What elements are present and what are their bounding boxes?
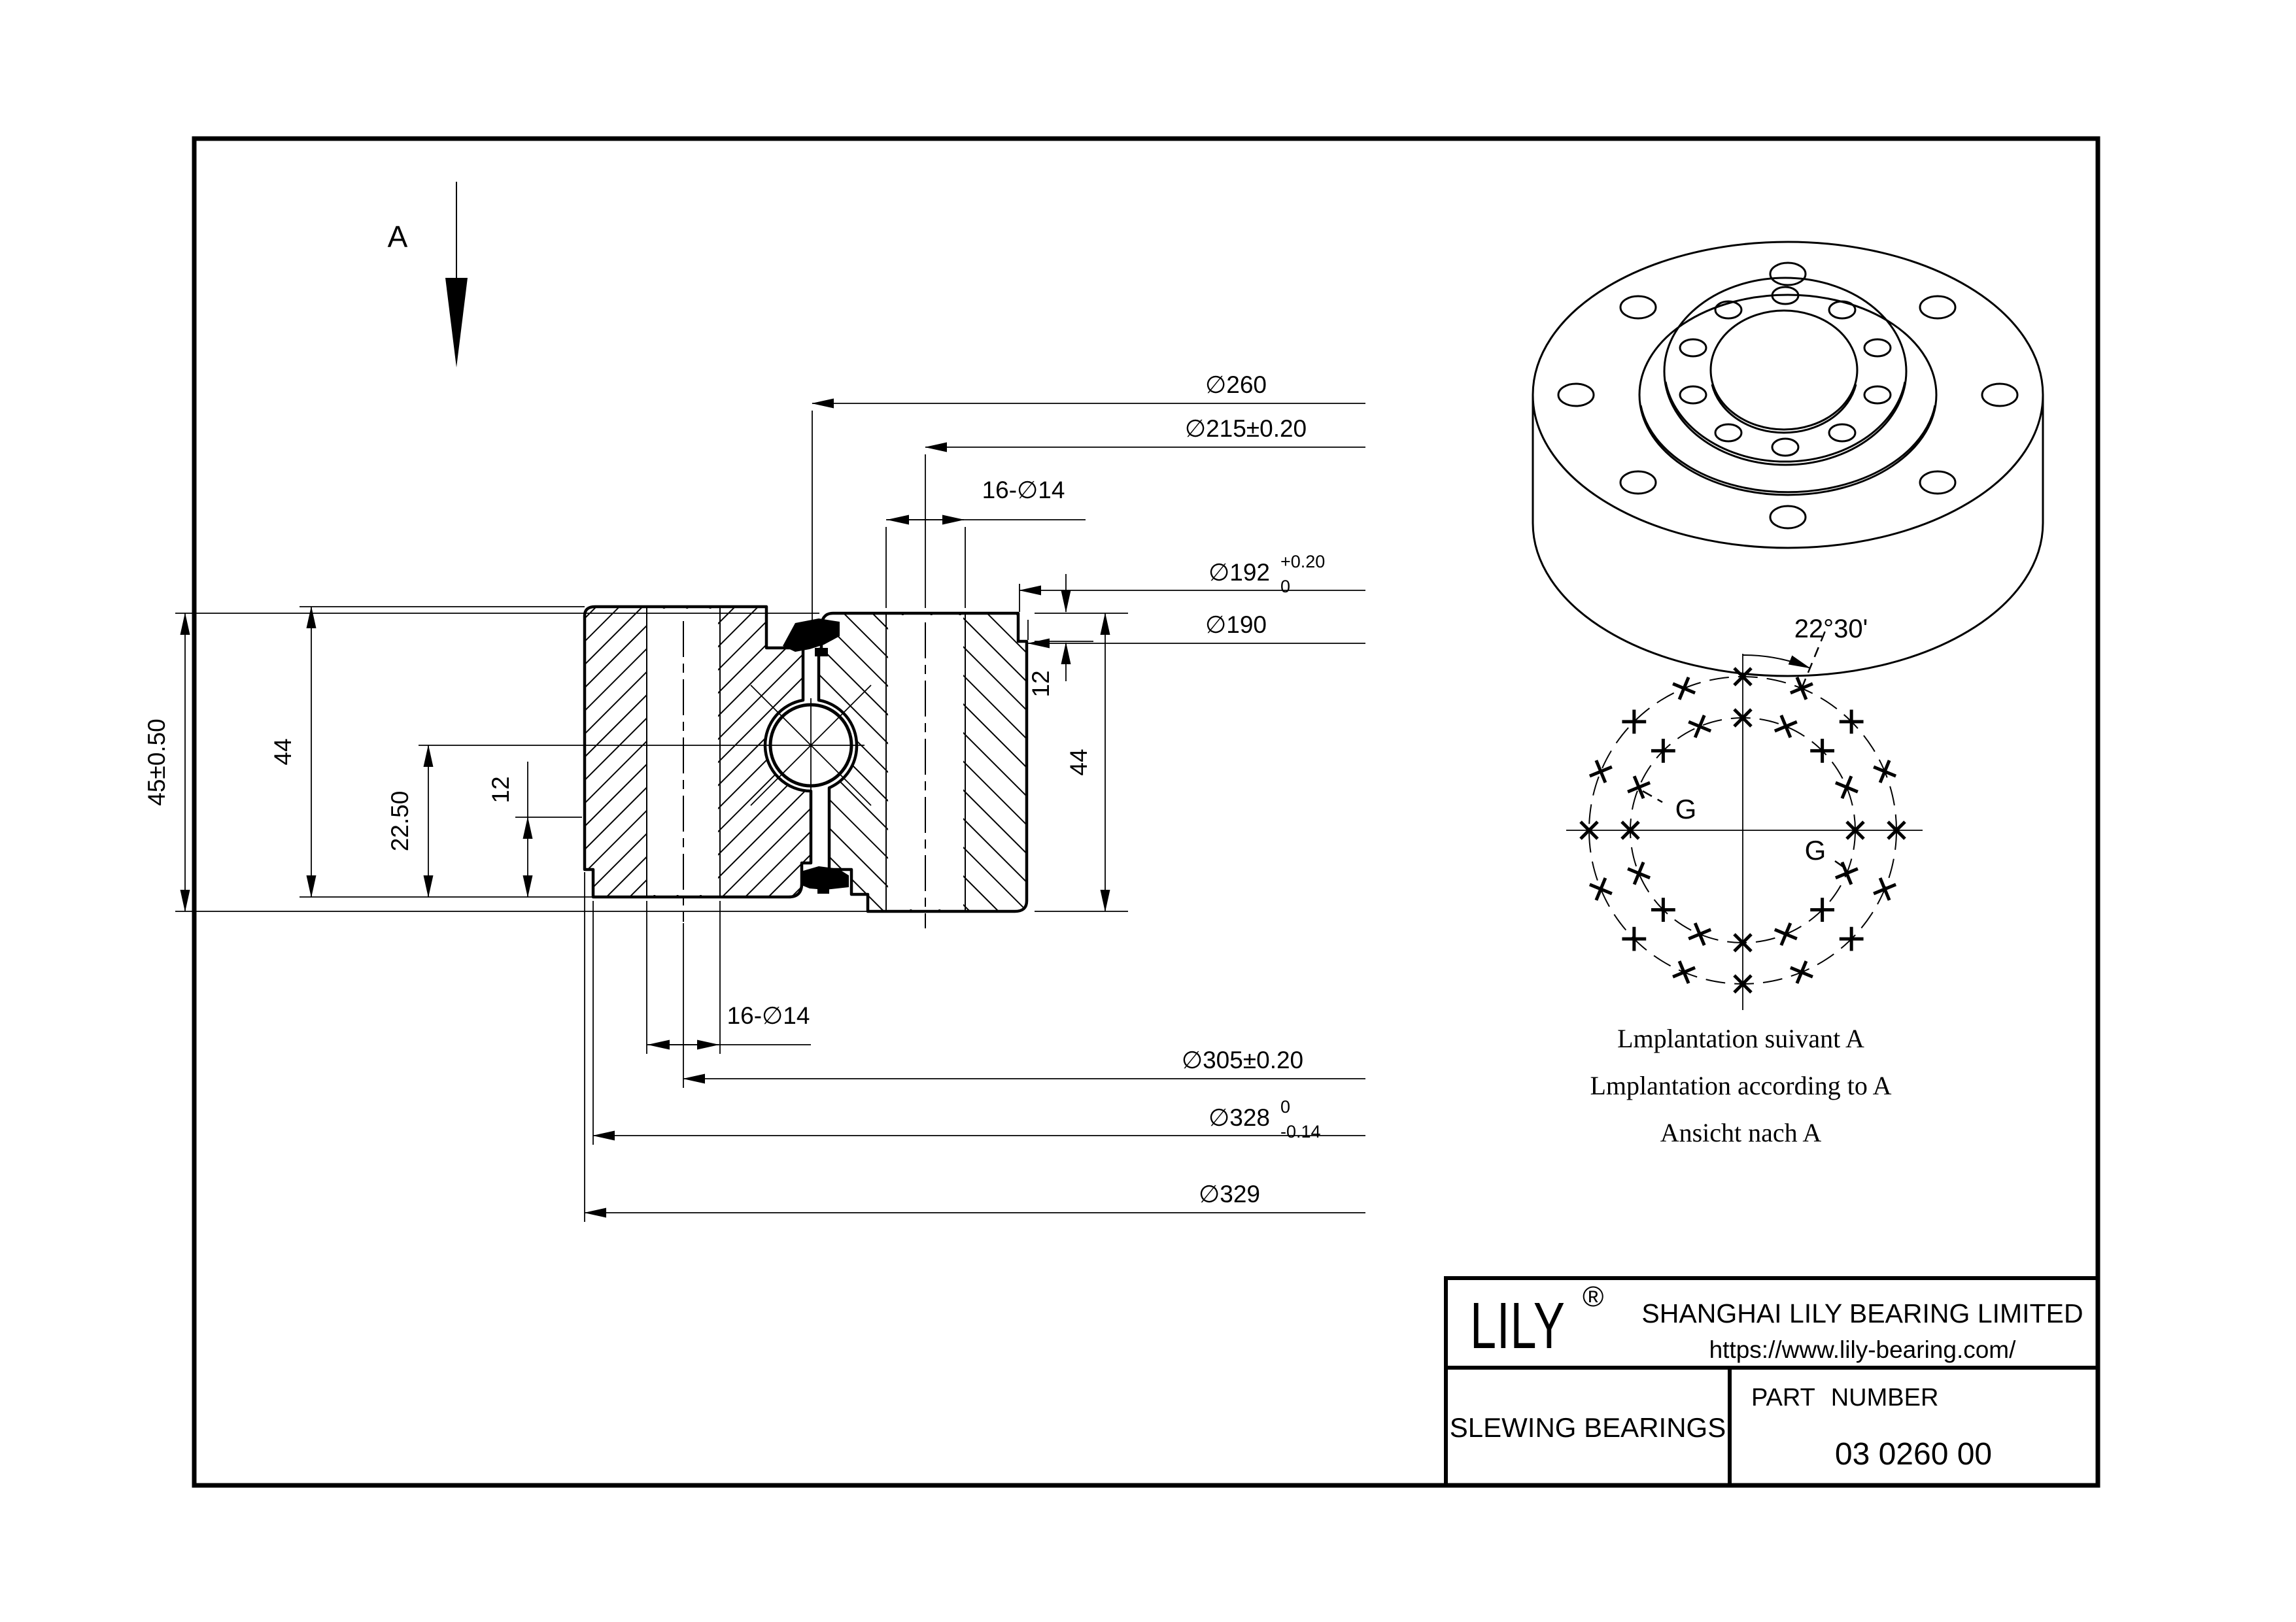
dimensions: ∅260 ∅215±0.20 16-∅14 ∅192 +0.20 0 ∅190 … [143, 371, 1365, 1222]
dim-260: ∅260 [1205, 371, 1267, 398]
dim-192: ∅192 [1208, 559, 1270, 586]
dim-2250: 22.50 [386, 791, 413, 852]
title-block: LILY ® SHANGHAI LILY BEARING LIMITED htt… [1444, 1276, 2100, 1487]
g-label-right: G [1805, 835, 1826, 866]
dim-44-left: 44 [269, 738, 296, 765]
caption-line-en: Lmplantation according to A [1590, 1071, 1892, 1100]
dim-12-right: 12 [1027, 670, 1054, 697]
dim-holes-top: 16-∅14 [982, 477, 1065, 503]
cross-section-view [419, 605, 1029, 928]
part-number-value: 03 0260 00 [1835, 1437, 1992, 1472]
view-arrow-head [445, 278, 468, 367]
dim-192-lower: 0 [1280, 577, 1290, 596]
dim-328: ∅328 [1208, 1104, 1270, 1131]
dim-192-upper: +0.20 [1280, 552, 1325, 571]
view-arrow-label: A [388, 220, 408, 254]
caption-line-de: Ansicht nach A [1660, 1118, 1822, 1147]
dim-45: 45±0.50 [143, 718, 170, 805]
bolt-circle-view: 22°30' G G Lmplantation suivant A Lmplan… [1566, 615, 1923, 1147]
dim-190: ∅190 [1205, 611, 1267, 638]
dim-328-lower: -0.14 [1280, 1122, 1321, 1141]
bolt-angle-label: 22°30' [1794, 615, 1868, 643]
caption-line-fr: Lmplantation suivant A [1617, 1024, 1864, 1053]
company-name: SHANGHAI LILY BEARING LIMITED [1641, 1298, 2083, 1328]
lily-logo: LILY [1470, 1289, 1566, 1362]
dim-44-right: 44 [1065, 749, 1092, 775]
dim-328-upper: 0 [1280, 1097, 1290, 1117]
dim-215: ∅215±0.20 [1185, 415, 1307, 442]
dim-329: ∅329 [1199, 1181, 1260, 1208]
part-number-label: PART NUMBER [1751, 1384, 1938, 1411]
dim-12-left: 12 [487, 776, 514, 803]
dim-305: ∅305±0.20 [1182, 1047, 1303, 1073]
view-direction-arrow: A [388, 182, 468, 367]
g-label-left: G [1675, 794, 1697, 824]
drawing-frame [192, 136, 2100, 1488]
registered-mark: ® [1583, 1281, 1603, 1313]
category-label: SLEWING BEARINGS [1450, 1412, 1726, 1443]
left-ring-outline [583, 605, 813, 899]
top-seal [783, 618, 840, 652]
dim-holes-bottom: 16-∅14 [727, 1002, 810, 1029]
bottom-seal [802, 866, 849, 890]
company-website: https://www.lily-bearing.com/ [1709, 1336, 2017, 1363]
isometric-view [1532, 241, 2044, 677]
